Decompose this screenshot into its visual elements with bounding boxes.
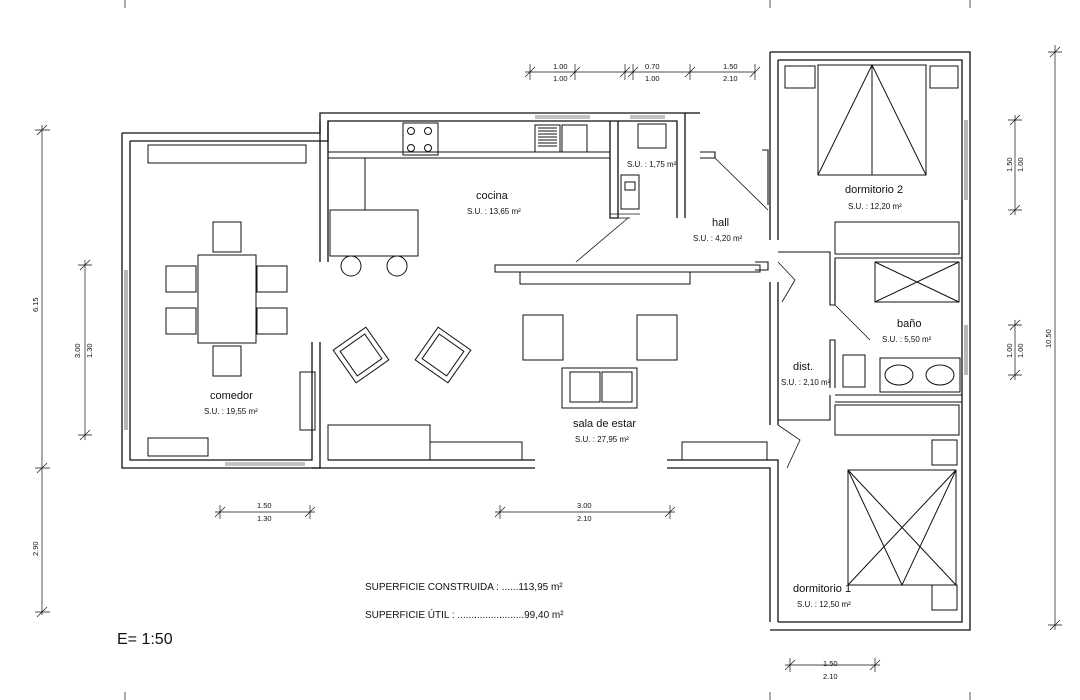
dim-top-1-upper: 1.00 [553,62,568,71]
scale-label: E= 1:50 [117,631,173,648]
dim-top-3-lower: 2.10 [723,74,738,83]
room-name-comedor: comedor [210,390,253,402]
room-area-sala: S.U. : 27,95 m² [575,435,629,444]
dim-top-2-upper: 0.70 [645,62,660,71]
dim-bottom-left-upper: 1.50 [257,501,272,510]
dim-bottom-left-lower: 1.30 [257,514,272,523]
dim-top-2-lower: 1.00 [645,74,660,83]
room-area-dormitorio-1: S.U. : 12,50 m² [797,600,851,609]
room-area-dist: S.U. : 2,10 m² [781,378,831,387]
windows [124,115,968,466]
small-bath-fixtures [620,123,667,210]
dining-furniture [147,144,316,457]
room-area-cocina: S.U. : 13,65 m² [467,207,521,216]
room-area-aseo: S.U. : 1,75 m² [627,160,677,169]
bedroom-1-furniture [834,404,960,611]
dim-right-window-mid-lower: 1.00 [1016,343,1025,358]
room-labels: cocina S.U. : 13,65 m² S.U. : 1,75 m² ha… [204,160,932,609]
dim-left-bottom: 2.90 [31,541,40,556]
dim-bottom-mid-upper: 3.00 [577,501,592,510]
room-name-cocina: cocina [476,190,509,202]
room-area-dormitorio-2: S.U. : 12,20 m² [848,202,902,211]
bathroom-fixtures [842,261,961,393]
dim-bottom-right-upper: 1.50 [823,659,838,668]
room-name-bano: baño [897,318,921,330]
interior-walls [700,149,963,421]
dim-left-window-lower: 1.30 [85,343,94,358]
dim-right-window-top-upper: 1.50 [1005,157,1014,172]
dim-bottom-mid-lower: 2.10 [577,514,592,523]
bedroom-2-furniture [784,64,960,255]
room-name-dormitorio-1: dormitorio 1 [793,583,851,595]
dim-top-3-upper: 1.50 [723,62,738,71]
room-area-hall: S.U. : 4,20 m² [693,234,743,243]
dim-top-1-lower: 1.00 [553,74,568,83]
living-room-furniture [327,264,768,461]
dim-bottom-right-lower: 2.10 [823,672,838,681]
room-name-hall: hall [712,217,729,229]
room-name-dist: dist. [793,361,813,373]
dim-right-window-top-lower: 1.00 [1016,157,1025,172]
summary-construida: SUPERFICIE CONSTRUIDA : ......113,95 m² [365,582,563,593]
dim-right-window-mid-upper: 1.00 [1005,343,1014,358]
summary-util: SUPERFICIE ÚTIL : ......................… [365,608,564,621]
dim-left-window-upper: 3.00 [73,343,82,358]
dim-left-total: 6.15 [31,297,40,312]
room-name-dormitorio-2: dormitorio 2 [845,184,903,196]
dim-right-total: 10.50 [1044,329,1053,348]
room-name-sala: sala de estar [573,418,636,430]
outer-walls [121,51,971,631]
kitchen-counters [328,122,610,277]
door-swings [575,157,871,469]
room-area-bano: S.U. : 5,50 m² [882,335,932,344]
dimension-lines [35,0,1062,700]
room-area-comedor: S.U. : 19,55 m² [204,407,258,416]
dimension-labels: 1.00 1.00 0.70 1.00 1.50 2.10 1.50 1.30 … [31,62,1053,681]
